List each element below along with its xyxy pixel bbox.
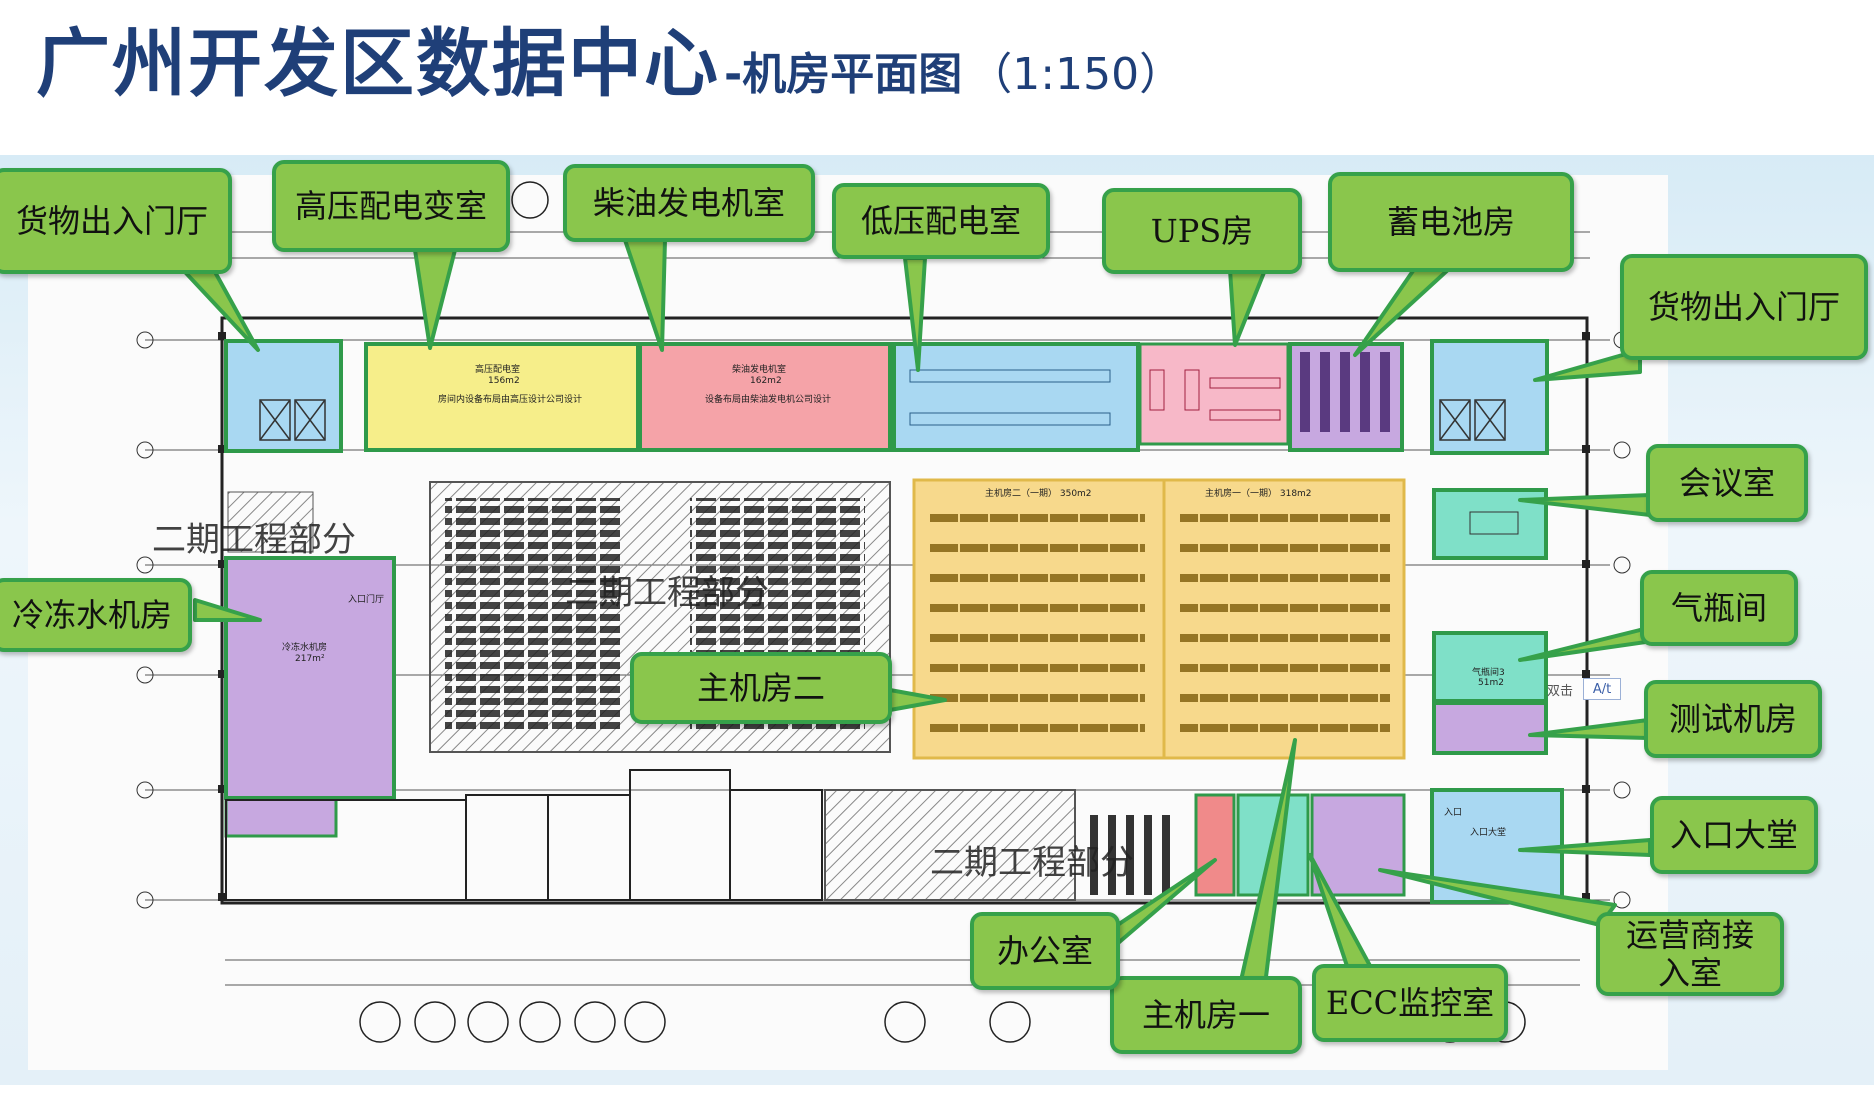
gas-room-area: 51m2 <box>1478 678 1504 688</box>
page-title: 广州开发区数据中心-机房平面图（1:150） <box>36 4 1183 107</box>
room-hv-substation <box>364 342 640 452</box>
callout-meeting-room: 会议室 <box>1646 444 1808 522</box>
room-lv-distribution <box>892 342 1140 452</box>
callout-chiller-room: 冷冻水机房 <box>0 578 192 652</box>
room-hatched-small <box>227 491 314 553</box>
phase2-label-c: 二期工程部分 <box>930 843 1134 883</box>
entrance-label: 入口 <box>1444 808 1463 818</box>
lv-cabinets <box>909 369 1111 426</box>
room-diesel-generator <box>638 342 892 452</box>
callout-office: 办公室 <box>970 912 1120 990</box>
room-test <box>1432 701 1548 755</box>
callout-cargo-hall-left: 货物出入门厅 <box>0 168 232 274</box>
gas-room-title: 气瓶间3 <box>1472 668 1505 678</box>
room-meeting <box>1432 488 1548 560</box>
elevators <box>259 399 1506 441</box>
meeting-table <box>1469 511 1519 535</box>
chiller-room-area: 217m² <box>295 654 325 664</box>
room-ups <box>1138 342 1290 446</box>
callout-gas-cylinder: 气瓶间 <box>1640 570 1798 646</box>
room-gas-cylinder <box>1432 631 1548 703</box>
main2-room-title: 主机房二（一期） 350m2 <box>985 489 1092 499</box>
callout-carrier-line2: 入室 <box>1657 954 1722 992</box>
phase2-label-b: 二期工程部分 <box>565 573 769 613</box>
title-main: 广州开发区数据中心 <box>36 21 720 107</box>
room-chiller <box>224 556 396 800</box>
callout-carrier-line1: 运营商接 <box>1625 915 1754 954</box>
title-sub: -机房平面图 <box>724 49 963 100</box>
callout-ecc-room: ECC监控室 <box>1312 964 1508 1042</box>
aux-entry-label: 入口门厅 <box>348 595 385 605</box>
callout-battery-room: 蓄电池房 <box>1328 172 1574 272</box>
bottom-rooms <box>225 769 823 901</box>
lobby-title: 入口大堂 <box>1470 828 1507 838</box>
gen-room-area: 162m2 <box>750 376 782 386</box>
callout-main-room-1: 主机房一 <box>1110 976 1302 1054</box>
callout-lv-distribution: 低压配电室 <box>832 183 1050 259</box>
ups-units <box>1149 369 1281 421</box>
double-click-hint: 双击 <box>1547 684 1574 699</box>
room-office <box>1194 793 1236 897</box>
chiller-room-title: 冷冻水机房 <box>282 643 328 653</box>
callout-entrance-lobby: 入口大堂 <box>1650 796 1818 874</box>
room-chiller-annex <box>224 796 338 838</box>
callout-diesel-generator: 柴油发电机室 <box>563 164 815 242</box>
racks-main-1 <box>1180 502 1390 742</box>
landscape-trees <box>359 181 1526 1043</box>
room-cargo-hall-right <box>1430 339 1549 455</box>
callout-main-room-2: 主机房二 <box>630 652 892 724</box>
racks-main-2 <box>930 502 1145 742</box>
phase2-racks-left <box>445 498 620 730</box>
room-carrier <box>1310 793 1406 897</box>
phase2-lower-hall <box>824 789 1076 901</box>
phase2-lower-racks <box>1090 815 1170 895</box>
callout-test-room: 测试机房 <box>1644 680 1822 758</box>
gen-room-title: 柴油发电机室 <box>732 365 787 375</box>
column-grid <box>218 332 1590 901</box>
hv-room-area: 156m2 <box>488 376 520 386</box>
room-cargo-hall-left <box>224 339 343 453</box>
callout-ups-room: UPS房 <box>1102 188 1302 274</box>
gen-room-note: 设备布局由柴油发电机公司设计 <box>705 395 832 405</box>
callout-hv-substation: 高压配电变室 <box>272 160 510 252</box>
main1-room-title: 主机房一（一期） 318m2 <box>1205 489 1312 499</box>
text-tool-icon[interactable]: A/t <box>1583 678 1621 700</box>
title-scale: （1:150） <box>968 49 1184 100</box>
hv-room-note: 房间内设备布局由高压设计公司设计 <box>438 395 583 405</box>
callout-carrier-room: 运营商接 入室 <box>1596 912 1784 996</box>
battery-racks <box>1300 352 1390 432</box>
hv-room-title: 高压配电室 <box>475 365 521 375</box>
phase2-label-a: 二期工程部分 <box>152 520 356 560</box>
callout-cargo-hall-right: 货物出入门厅 <box>1620 254 1868 360</box>
